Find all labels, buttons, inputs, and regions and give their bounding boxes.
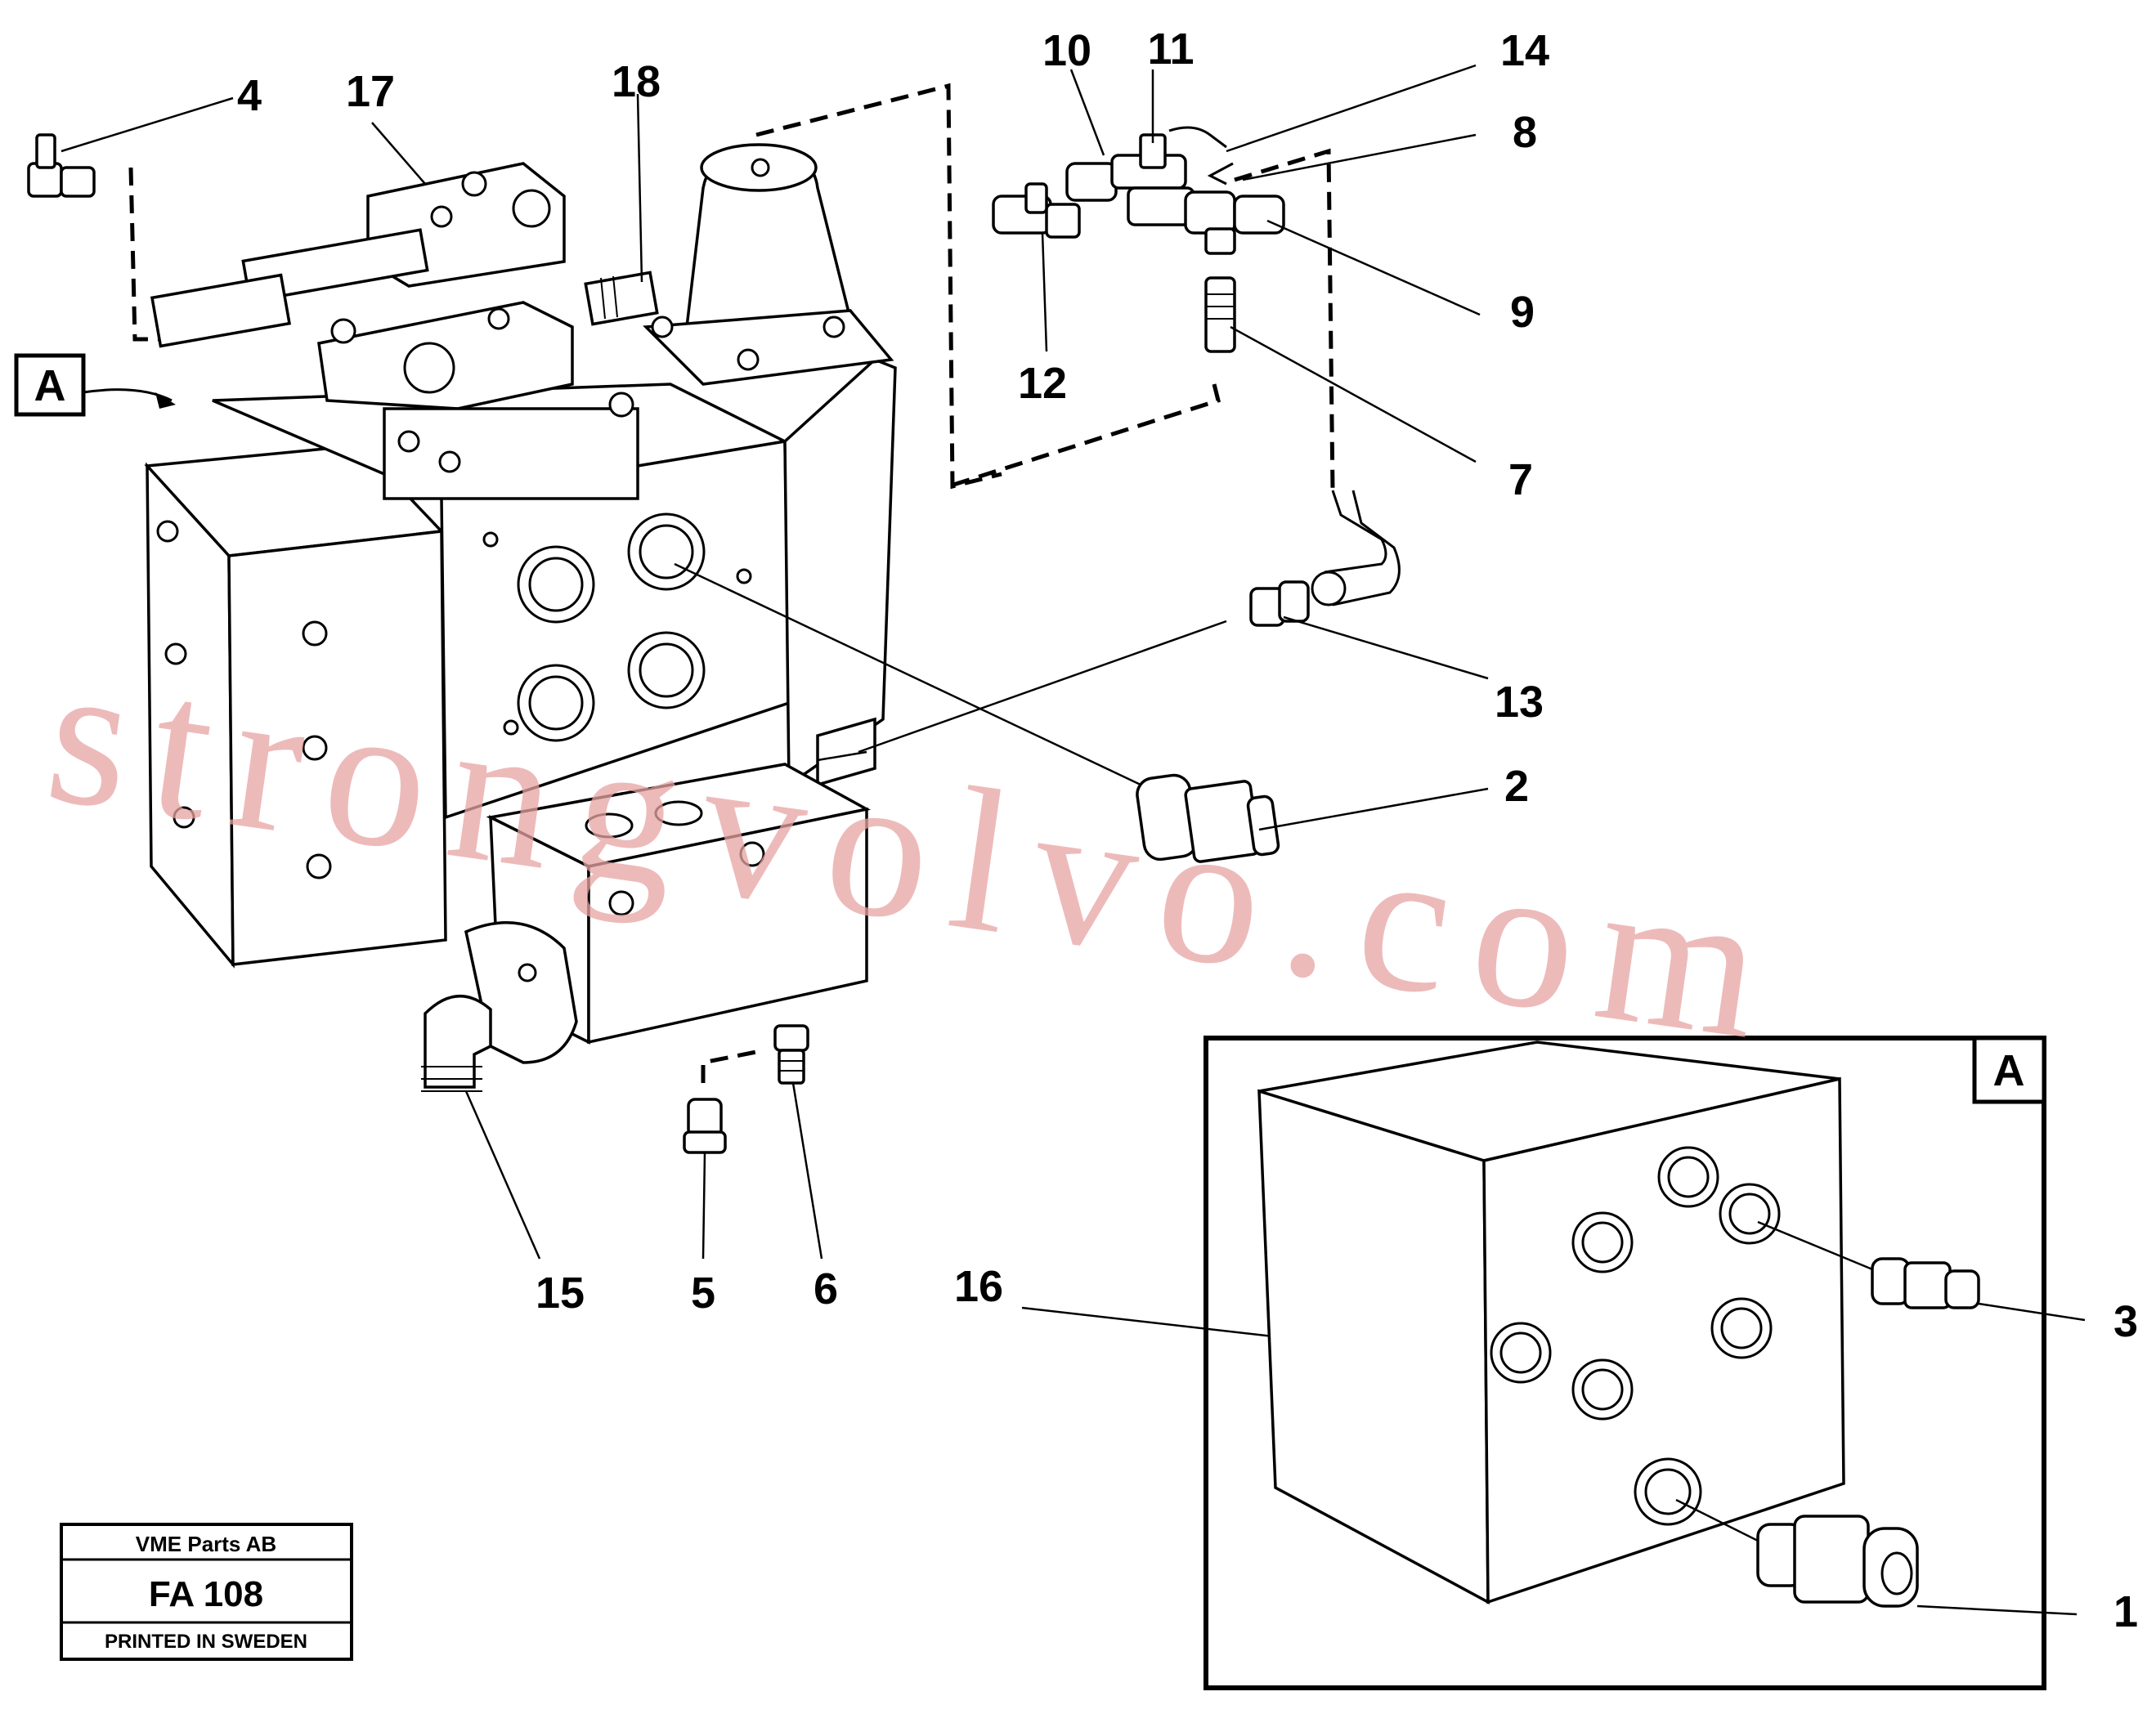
view-arrow-a bbox=[14, 353, 176, 417]
callout-14: 14 bbox=[1500, 26, 1549, 75]
detail-marker-box bbox=[1972, 1036, 2046, 1104]
cover-plate-with-elbow bbox=[421, 921, 578, 1092]
valve-block-assembly bbox=[144, 143, 897, 1092]
pressure-dome bbox=[643, 143, 894, 386]
fitting-13-and-pipe bbox=[1249, 490, 1401, 627]
callout-8: 8 bbox=[1513, 108, 1537, 157]
fitting-assembly-top-right bbox=[992, 126, 1285, 353]
fitting-2 bbox=[1136, 773, 1280, 863]
view-marker-label: A bbox=[34, 361, 66, 410]
right-valve-section bbox=[783, 357, 897, 788]
view-marker-box bbox=[14, 353, 86, 417]
callout-16: 16 bbox=[954, 1262, 1003, 1311]
title-block-company: VME Parts AB bbox=[136, 1532, 276, 1556]
dashed-routing-lines bbox=[128, 83, 1335, 1083]
callout-5: 5 bbox=[691, 1269, 715, 1318]
callout-2: 2 bbox=[1504, 762, 1529, 811]
title-block: VME Parts AB FA 108 PRINTED IN SWEDEN bbox=[60, 1523, 353, 1661]
leader-lines bbox=[61, 64, 2086, 1616]
fitting-3 bbox=[1871, 1257, 1980, 1309]
callout-10: 10 bbox=[1042, 26, 1091, 75]
callout-labels: 1 2 3 4 5 6 7 8 9 10 11 12 13 14 15 16 1… bbox=[34, 25, 2139, 1636]
callout-18: 18 bbox=[612, 57, 661, 106]
fitting-4 bbox=[27, 133, 96, 198]
callout-7: 7 bbox=[1508, 455, 1533, 504]
callout-9: 9 bbox=[1510, 288, 1535, 337]
callout-1: 1 bbox=[2113, 1587, 2138, 1636]
callout-3: 3 bbox=[2113, 1297, 2138, 1346]
callout-6: 6 bbox=[814, 1264, 838, 1313]
detail-marker-label: A bbox=[1993, 1046, 2025, 1095]
detail-frame bbox=[1204, 1036, 2046, 1690]
detail-view-a bbox=[1204, 1036, 2046, 1690]
plug-6 bbox=[773, 1024, 809, 1085]
callout-4: 4 bbox=[237, 71, 262, 120]
callout-11: 11 bbox=[1147, 25, 1194, 74]
callout-17: 17 bbox=[346, 67, 395, 116]
fitting-1 bbox=[1756, 1515, 1919, 1608]
title-block-code: FA 108 bbox=[149, 1574, 263, 1614]
end-plate-left bbox=[144, 444, 447, 969]
fitting-18 bbox=[584, 271, 659, 326]
title-block-footer: PRINTED IN SWEDEN bbox=[105, 1631, 307, 1653]
plug-5 bbox=[683, 1098, 727, 1154]
callout-13: 13 bbox=[1495, 678, 1544, 727]
solenoid-valve-upper bbox=[150, 162, 566, 348]
callout-12: 12 bbox=[1018, 359, 1067, 408]
callout-15: 15 bbox=[536, 1269, 585, 1318]
solenoid-valve-lower bbox=[317, 301, 639, 500]
